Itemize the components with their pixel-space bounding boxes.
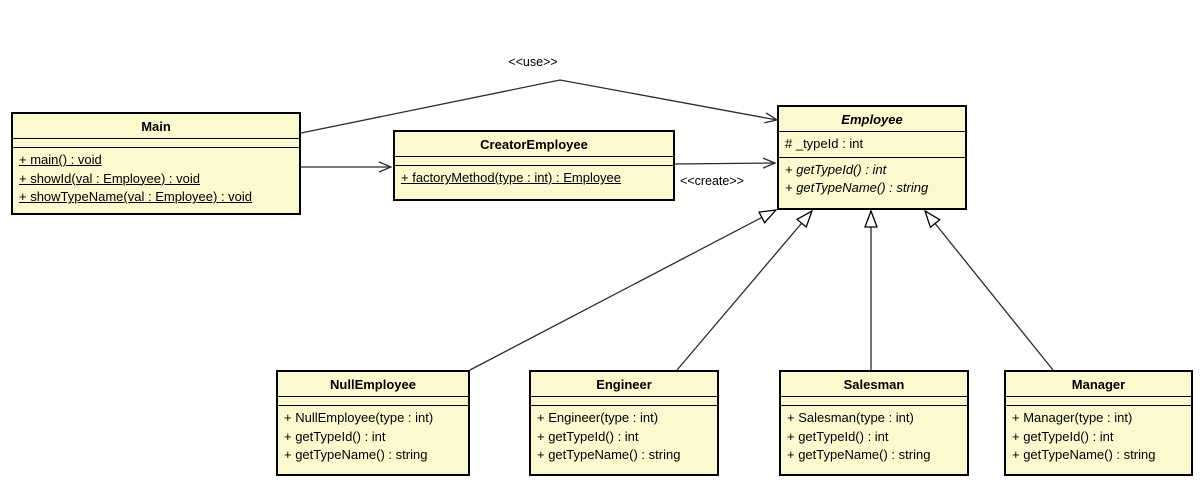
class-salesman[interactable]: Salesman + Salesman(type : int) + getTyp…	[779, 370, 969, 476]
operation: + Engineer(type : int)	[537, 410, 659, 425]
operation: + getTypeId() : int	[537, 428, 639, 444]
class-employee[interactable]: Employee # _typeId : int + getTypeId() :…	[777, 105, 967, 210]
create-stereotype-label: <<create>>	[680, 174, 744, 188]
use-dependency-line[interactable]	[300, 79, 777, 134]
class-creatoremployee-title: CreatorEmployee	[395, 132, 673, 157]
use-stereotype-label: <<use>>	[508, 55, 558, 69]
operation: + getTypeId() : int	[787, 428, 889, 444]
class-main-title: Main	[13, 114, 299, 139]
operation: + showTypeName(val : Employee) : void	[19, 189, 253, 204]
class-nullemployee-operations-compartment: + NullEmployee(type : int) + getTypeId()…	[278, 406, 468, 474]
class-employee-operations-compartment: + getTypeId() : int + getTypeName() : st…	[779, 158, 965, 209]
class-salesman-attributes-compartment	[781, 397, 967, 406]
class-nullemployee-title: NullEmployee	[278, 372, 468, 397]
class-main-operations-compartment: + main() : void + showId(val : Employee)…	[13, 148, 299, 213]
class-engineer-operations-compartment: + Engineer(type : int) + getTypeId() : i…	[531, 406, 717, 474]
operation: + showId(val : Employee) : void	[19, 170, 200, 186]
operation: + Manager(type : int)	[1012, 410, 1133, 425]
class-manager[interactable]: Manager + Manager(type : int) + getTypeI…	[1004, 370, 1193, 476]
class-main[interactable]: Main + main() : void + showId(val : Empl…	[11, 112, 301, 215]
class-manager-operations-compartment: + Manager(type : int) + getTypeId() : in…	[1006, 406, 1191, 474]
attribute: # _typeId : int	[785, 136, 864, 151]
class-nullemployee-attributes-compartment	[278, 397, 468, 406]
operation: + Salesman(type : int)	[787, 410, 914, 425]
operation: + getTypeName() : string	[787, 447, 931, 462]
nullemployee-generalization-line[interactable]	[469, 210, 776, 371]
class-engineer[interactable]: Engineer + Engineer(type : int) + getTyp…	[529, 370, 719, 476]
operation: + getTypeName() : string	[1012, 447, 1156, 462]
operation: + getTypeName() : string	[785, 180, 929, 195]
class-employee-attributes-compartment: # _typeId : int	[779, 132, 965, 158]
class-salesman-title: Salesman	[781, 372, 967, 397]
class-salesman-operations-compartment: + Salesman(type : int) + getTypeId() : i…	[781, 406, 967, 474]
create-dependency-line[interactable]	[674, 163, 775, 164]
class-manager-attributes-compartment	[1006, 397, 1191, 406]
class-creatoremployee-attributes-compartment	[395, 157, 673, 166]
class-employee-title: Employee	[779, 107, 965, 132]
operation: + NullEmployee(type : int)	[284, 410, 434, 425]
operation: + getTypeId() : int	[1012, 428, 1114, 444]
operation: + getTypeName() : string	[537, 447, 681, 462]
class-creatoremployee[interactable]: CreatorEmployee + factoryMethod(type : i…	[393, 130, 675, 201]
operation: + getTypeId() : int	[785, 161, 887, 177]
operation: + main() : void	[19, 152, 102, 167]
class-nullemployee[interactable]: NullEmployee + NullEmployee(type : int) …	[276, 370, 470, 476]
class-main-attributes-compartment	[13, 139, 299, 148]
class-manager-title: Manager	[1006, 372, 1191, 397]
class-engineer-title: Engineer	[531, 372, 717, 397]
operation: + getTypeId() : int	[284, 428, 386, 444]
manager-generalization-line[interactable]	[925, 211, 1054, 371]
engineer-generalization-line[interactable]	[676, 211, 812, 371]
operation: + getTypeName() : string	[284, 447, 428, 462]
operation: + factoryMethod(type : int) : Employee	[401, 170, 622, 185]
class-creatoremployee-operations-compartment: + factoryMethod(type : int) : Employee	[395, 166, 673, 199]
class-engineer-attributes-compartment	[531, 397, 717, 406]
